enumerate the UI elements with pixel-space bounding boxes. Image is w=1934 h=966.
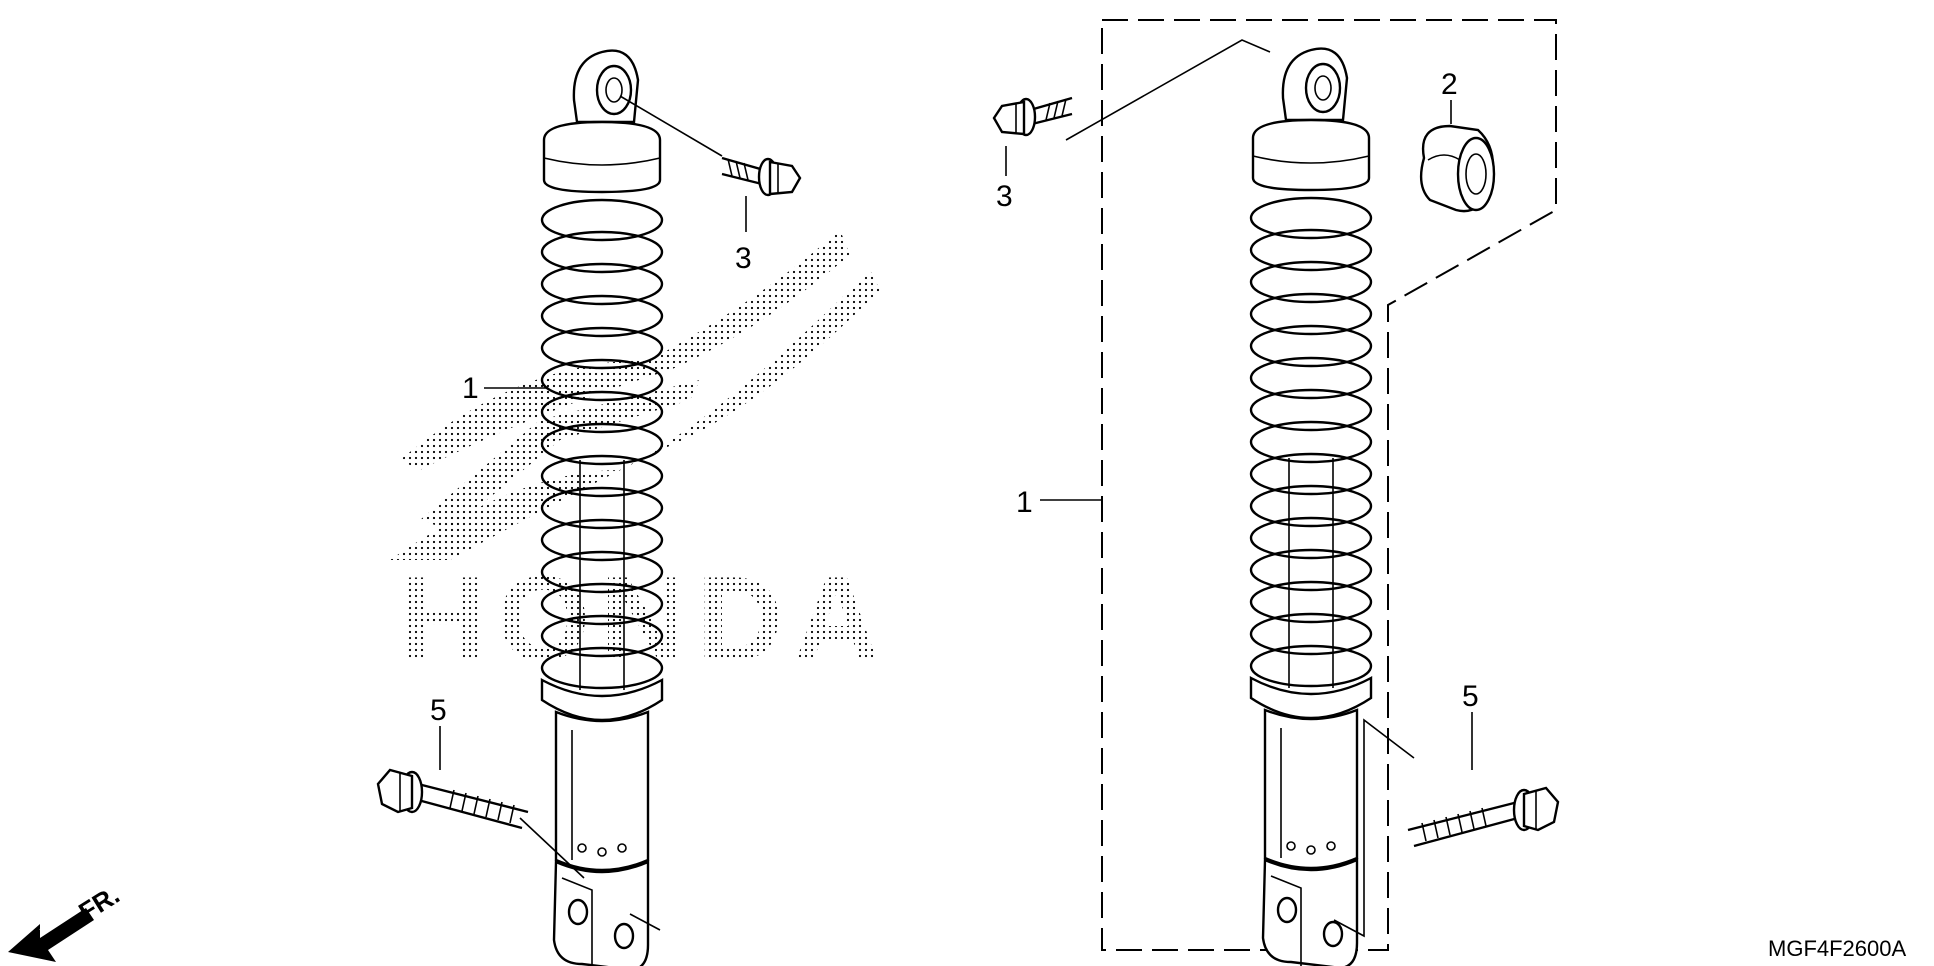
callout-2-right: 2 [1441,68,1458,101]
shock-absorber-right [1249,47,1373,966]
leader-bolt-through-left [629,913,661,931]
bolt-bottom-right [1406,786,1560,848]
bolt-top-right [992,96,1074,137]
bushing-right [1419,124,1496,213]
bolt-bottom-left [376,768,530,830]
callout-5-right: 5 [1462,680,1479,713]
shock-absorber-left [540,49,664,966]
callout-1-left: 1 [462,372,479,405]
leader-bolt-top-left [619,95,723,157]
kit-boundary [1101,19,1557,951]
diagram-code: MGF4F2600A [1768,936,1906,961]
leader-bolt-bottom-left [519,817,585,879]
watermark-logo: HONDA [390,230,880,686]
leader-bolt-bottom-right [1333,718,1415,938]
bolt-top-left [720,156,802,197]
callout-5-left: 5 [430,694,447,727]
leader-bolt-top-right [1065,39,1271,141]
callout-1-right: 1 [1016,486,1033,519]
callout-3-right: 3 [996,180,1013,213]
callout-3-left: 3 [735,242,752,275]
front-arrow-icon [8,901,94,962]
